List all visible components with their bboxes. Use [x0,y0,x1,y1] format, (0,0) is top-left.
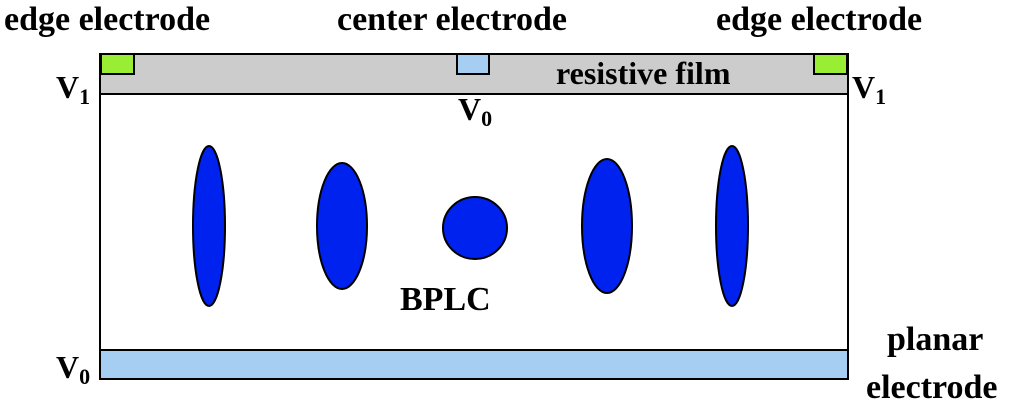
edge-electrode-left-label: edge electrode [4,1,210,38]
lc-molecule-3 [442,196,508,260]
voltage-bottom-label: V0 [56,349,90,389]
edge-electrode-right-label: edge electrode [716,1,922,38]
planar-electrode [99,349,849,380]
bplc-label: BPLC [400,281,491,318]
voltage-right-label: V1 [852,69,886,109]
voltage-center-label: V0 [458,91,492,131]
lc-molecule-4 [581,158,633,294]
resistive-film-label: resistive film [556,55,731,91]
lc-molecule-1 [192,145,226,307]
lc-molecule-2 [316,162,368,290]
planar-electrode-label-line1: planar [887,321,983,358]
edge-electrode-left [100,53,135,75]
voltage-left-label: V1 [56,69,90,109]
center-electrode-label: center electrode [337,1,567,38]
lc-molecule-5 [715,145,749,307]
center-electrode [456,53,490,75]
planar-electrode-label-line2: electrode [866,369,998,406]
edge-electrode-right [813,53,848,75]
